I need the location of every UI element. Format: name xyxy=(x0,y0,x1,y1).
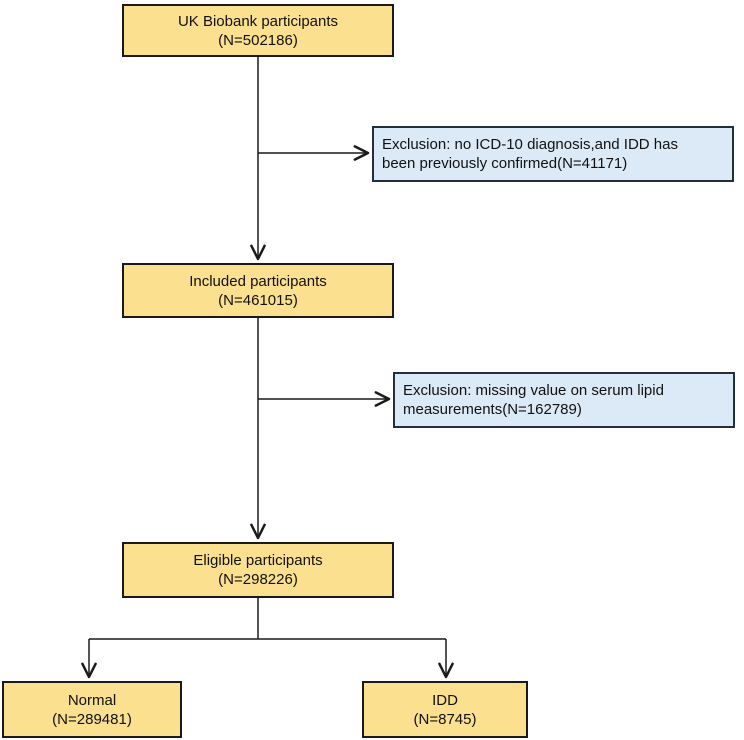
box-count-line: (N=461015) xyxy=(218,291,298,309)
box-count-line: (N=289481) xyxy=(52,710,132,728)
box-exclusion-missing-lipid: Exclusion: missing value on serum lipid … xyxy=(393,372,735,428)
box-label-line: Eligible participants xyxy=(193,552,323,569)
box-idd-group: IDD (N=8745) xyxy=(362,681,528,738)
exclusion-text-line: measurements(N=162789) xyxy=(403,401,582,418)
exclusion-text-line: Exclusion: missing value on serum lipid xyxy=(403,382,664,399)
box-label-line: Normal xyxy=(67,691,117,709)
box-exclusion-no-icd10: Exclusion: no ICD-10 diagnosis,and IDD h… xyxy=(372,126,734,182)
box-count-line: (N=298226) xyxy=(218,571,298,588)
box-count-line: (N=502186) xyxy=(218,31,298,49)
box-label-line: Included participants xyxy=(189,272,327,290)
exclusion-text-line: been previously confirmed(N=41171) xyxy=(382,155,628,172)
box-included-participants: Included participants (N=461015) xyxy=(122,263,394,318)
box-eligible-participants: Eligible participants (N=298226) xyxy=(122,542,394,598)
box-normal-group: Normal (N=289481) xyxy=(2,681,182,738)
box-label-line: UK Biobank participants xyxy=(177,12,339,30)
exclusion-text-line: Exclusion: no ICD-10 diagnosis,and IDD h… xyxy=(382,136,678,153)
box-uk-biobank-participants: UK Biobank participants (N=502186) xyxy=(122,4,394,57)
box-count-line: (N=8745) xyxy=(413,710,477,728)
box-label-line: IDD xyxy=(432,691,458,709)
